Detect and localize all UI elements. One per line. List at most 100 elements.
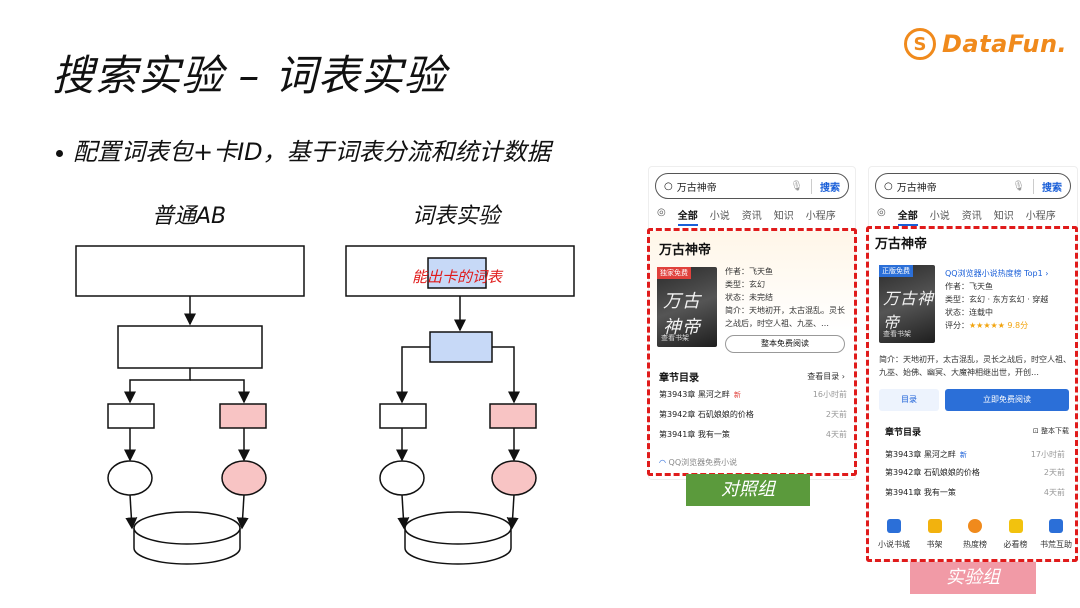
control-book-cover[interactable]: 独家免费 万古神帝 查看书架 bbox=[657, 267, 717, 347]
experiment-download[interactable]: ⊡ 整本下载 bbox=[1032, 427, 1069, 435]
experiment-cover-tag: 正版免费 bbox=[879, 265, 913, 277]
control-genre: 类型：玄幻 bbox=[725, 280, 765, 289]
control-toc-more[interactable]: 查看目录 › bbox=[807, 372, 845, 381]
rating-label: 评分： bbox=[945, 321, 969, 330]
vocab-branch-a-box bbox=[379, 403, 427, 429]
chapter-time: 17小时前 bbox=[1030, 450, 1065, 459]
ab-node-a bbox=[107, 460, 153, 496]
nav-must-read[interactable]: 必看榜 bbox=[999, 519, 1033, 550]
control-search-button[interactable]: 搜索 bbox=[811, 178, 840, 194]
control-intro: 简介：天地初开，太古混乱。灵长之战后，时空人祖、九巫、… bbox=[725, 306, 845, 328]
tab-novel[interactable]: 小说 bbox=[709, 211, 730, 222]
experiment-genre: 类型：玄幻 · 东方玄幻 · 穿越 bbox=[945, 295, 1049, 304]
search-icon: ○ bbox=[884, 180, 893, 192]
rating-stars-icon: ★★★★★ bbox=[969, 321, 1005, 330]
control-chapter-row[interactable]: 第3942章 石矶娘娘的价格 2天前 bbox=[659, 409, 847, 420]
control-search-query[interactable]: 万古神帝 bbox=[676, 182, 717, 194]
chapter-name: 第3943章 黑河之畔 bbox=[885, 450, 956, 459]
control-cover-shelf[interactable]: 查看书架 bbox=[661, 334, 689, 342]
experiment-intro: 简介：天地初开，太古混乱，灵长之战后，时空人祖、九巫、始佛、幽冥、大魔神相继出世… bbox=[879, 355, 1071, 377]
nav-label: 书荒互助 bbox=[1040, 540, 1072, 549]
experiment-chapter-row[interactable]: 第3941章 我有一策 4天前 bbox=[885, 487, 1065, 498]
search-icon: ○ bbox=[664, 180, 673, 192]
tabs-filter-icon[interactable]: ◎ bbox=[657, 207, 666, 218]
control-cover-tag: 独家免费 bbox=[657, 267, 691, 279]
control-book-meta: 作者：飞天鱼 类型：玄幻 状态：未完结 简介：天地初开，太古混乱。灵长之战后，时… bbox=[725, 265, 851, 330]
experiment-author: 作者：飞天鱼 bbox=[945, 282, 993, 291]
experiment-bottom-nav: 小说书城 书架 热度榜 必看榜 书荒互助 bbox=[877, 519, 1073, 550]
chapter-time: 4天前 bbox=[825, 430, 847, 439]
control-highlight-frame bbox=[647, 228, 857, 476]
vocab-node-a bbox=[379, 460, 425, 496]
mic-icon[interactable]: 🎙 bbox=[790, 180, 803, 192]
control-footer[interactable]: ◠ QQ浏览器免费小说 bbox=[659, 457, 737, 468]
logo-mark-icon: S bbox=[904, 28, 936, 60]
label-normal-ab: 普通AB bbox=[152, 204, 227, 229]
logo-text: DataFun. bbox=[942, 30, 1068, 58]
tab-all[interactable]: 全部 bbox=[677, 207, 698, 226]
vocab-node-b bbox=[491, 460, 537, 496]
nav-novel-store[interactable]: 小说书城 bbox=[877, 519, 911, 550]
chapter-name: 第3941章 我有一策 bbox=[885, 488, 956, 497]
nav-label: 热度榜 bbox=[963, 540, 987, 549]
experiment-phone: ○ 万古神帝 🎙 搜索 ◎ 全部 小说 资讯 知识 小程序 万古神帝 正版免费 … bbox=[868, 166, 1078, 562]
nav-book-help[interactable]: 书荒互助 bbox=[1039, 519, 1073, 550]
control-search-bar[interactable]: ○ 万古神帝 🎙 搜索 bbox=[655, 173, 849, 199]
experiment-tabs: ◎ 全部 小说 资讯 知识 小程序 bbox=[869, 199, 1077, 226]
datafun-logo: S DataFun. bbox=[904, 28, 1067, 60]
tabs-filter-icon[interactable]: ◎ bbox=[877, 207, 886, 218]
control-book-title[interactable]: 万古神帝 bbox=[659, 243, 712, 258]
nav-bookshelf[interactable]: 书架 bbox=[918, 519, 952, 550]
mic-icon[interactable]: 🎙 bbox=[1012, 180, 1025, 192]
bullet-point: 配置词表包+卡ID，基于词表分流和统计数据 bbox=[56, 132, 551, 167]
book-icon bbox=[887, 519, 901, 533]
bullet-dot-icon bbox=[56, 149, 63, 157]
control-read-button[interactable]: 整本免费阅读 bbox=[725, 335, 845, 353]
new-badge: 新 bbox=[959, 451, 967, 459]
control-status: 状态：未完结 bbox=[725, 293, 773, 302]
shelf-icon bbox=[927, 519, 942, 533]
chapter-time: 2天前 bbox=[1043, 468, 1065, 477]
experiment-toc-title: 章节目录 bbox=[885, 428, 922, 438]
tab-miniprogram[interactable]: 小程序 bbox=[1025, 211, 1056, 222]
control-phone: ○ 万古神帝 🎙 搜索 ◎ 全部 小说 资讯 知识 小程序 万古神帝 独家免费 … bbox=[648, 166, 856, 480]
qq-browser-icon: ◠ bbox=[659, 458, 669, 467]
chapter-time: 2天前 bbox=[825, 410, 847, 419]
experiment-book-title[interactable]: 万古神帝 bbox=[875, 237, 928, 252]
rating-value: 9.8分 bbox=[1007, 321, 1029, 330]
tab-knowledge[interactable]: 知识 bbox=[993, 211, 1014, 222]
control-chapter-row[interactable]: 第3943章 黑河之畔新 16小时前 bbox=[659, 389, 847, 400]
tab-miniprogram[interactable]: 小程序 bbox=[805, 211, 836, 222]
tab-all[interactable]: 全部 bbox=[897, 207, 918, 226]
tab-knowledge[interactable]: 知识 bbox=[773, 211, 794, 222]
experiment-cover-shelf[interactable]: 查看书架 bbox=[883, 330, 911, 338]
chapter-name: 第3942章 石矶娘娘的价格 bbox=[885, 468, 980, 477]
control-chapter-row[interactable]: 第3941章 我有一策 4天前 bbox=[659, 429, 847, 440]
control-author: 作者：飞天鱼 bbox=[725, 267, 773, 276]
chapter-time: 4天前 bbox=[1043, 488, 1065, 497]
experiment-toc-button[interactable]: 目录 bbox=[879, 389, 939, 411]
experiment-read-button[interactable]: 立即免费阅读 bbox=[945, 389, 1069, 411]
nav-hot-rank[interactable]: 热度榜 bbox=[958, 519, 992, 550]
experiment-search-query[interactable]: 万古神帝 bbox=[896, 182, 937, 194]
experiment-search-bar[interactable]: ○ 万古神帝 🎙 搜索 bbox=[875, 173, 1071, 199]
folder-icon bbox=[1008, 519, 1023, 533]
experiment-search-button[interactable]: 搜索 bbox=[1033, 178, 1062, 194]
experiment-rank[interactable]: QQ浏览器小说热度榜 Top1 › bbox=[945, 269, 1049, 278]
hashtag-icon bbox=[1049, 519, 1063, 533]
vocab-branch-b-box bbox=[489, 403, 537, 429]
experiment-book-cover[interactable]: 正版免费 万古神帝 查看书架 bbox=[879, 265, 935, 343]
vocab-blue-box bbox=[429, 331, 493, 363]
nav-label: 小说书城 bbox=[878, 540, 910, 549]
experiment-rating: 评分：★★★★★ 9.8分 bbox=[945, 319, 1075, 332]
control-footer-text: QQ浏览器免费小说 bbox=[668, 458, 738, 467]
tab-novel[interactable]: 小说 bbox=[929, 211, 950, 222]
tab-news[interactable]: 资讯 bbox=[961, 211, 982, 222]
experiment-chapter-row[interactable]: 第3942章 石矶娘娘的价格 2天前 bbox=[885, 467, 1065, 478]
ab-branch-a-box bbox=[107, 403, 155, 429]
ab-node-b bbox=[221, 460, 267, 496]
experiment-book-meta: QQ浏览器小说热度榜 Top1 › 作者：飞天鱼 类型：玄幻 · 东方玄幻 · … bbox=[945, 267, 1075, 332]
tab-news[interactable]: 资讯 bbox=[741, 211, 762, 222]
experiment-chapter-row[interactable]: 第3943章 黑河之畔新 17小时前 bbox=[885, 449, 1065, 460]
